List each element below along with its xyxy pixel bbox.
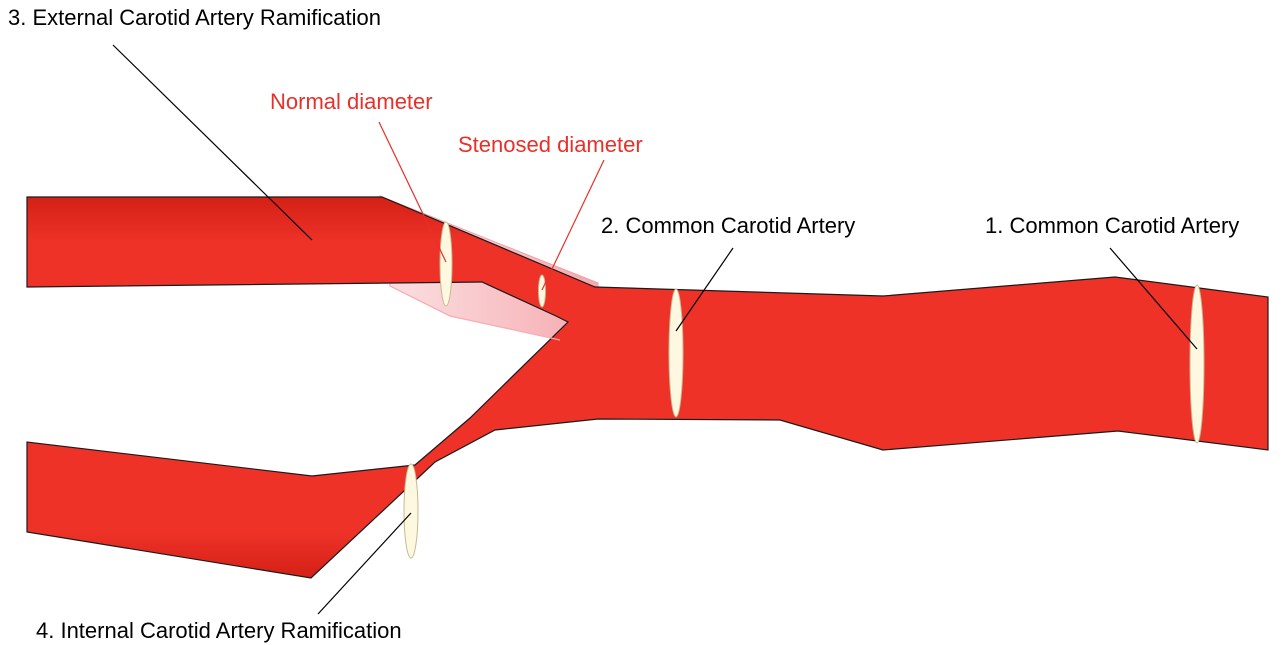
label-internal-ramification: 4. Internal Carotid Artery Ramification <box>36 618 402 643</box>
cross-section-4 <box>404 464 418 558</box>
artery-vessel <box>27 197 1268 578</box>
cross-section-stenosed <box>539 275 546 307</box>
label-common-carotid-2: 2. Common Carotid Artery <box>601 213 855 238</box>
cross-section-3-normal <box>440 222 452 306</box>
label-stenosed-diameter: Stenosed diameter <box>458 132 643 157</box>
label-common-carotid-1: 1. Common Carotid Artery <box>985 213 1239 238</box>
label-external-ramification: 3. External Carotid Artery Ramification <box>8 5 381 30</box>
cross-section-1 <box>1190 285 1204 443</box>
label-normal-diameter: Normal diameter <box>270 89 433 114</box>
cross-section-2 <box>669 289 683 417</box>
leader-stenosed-diameter <box>542 160 604 290</box>
